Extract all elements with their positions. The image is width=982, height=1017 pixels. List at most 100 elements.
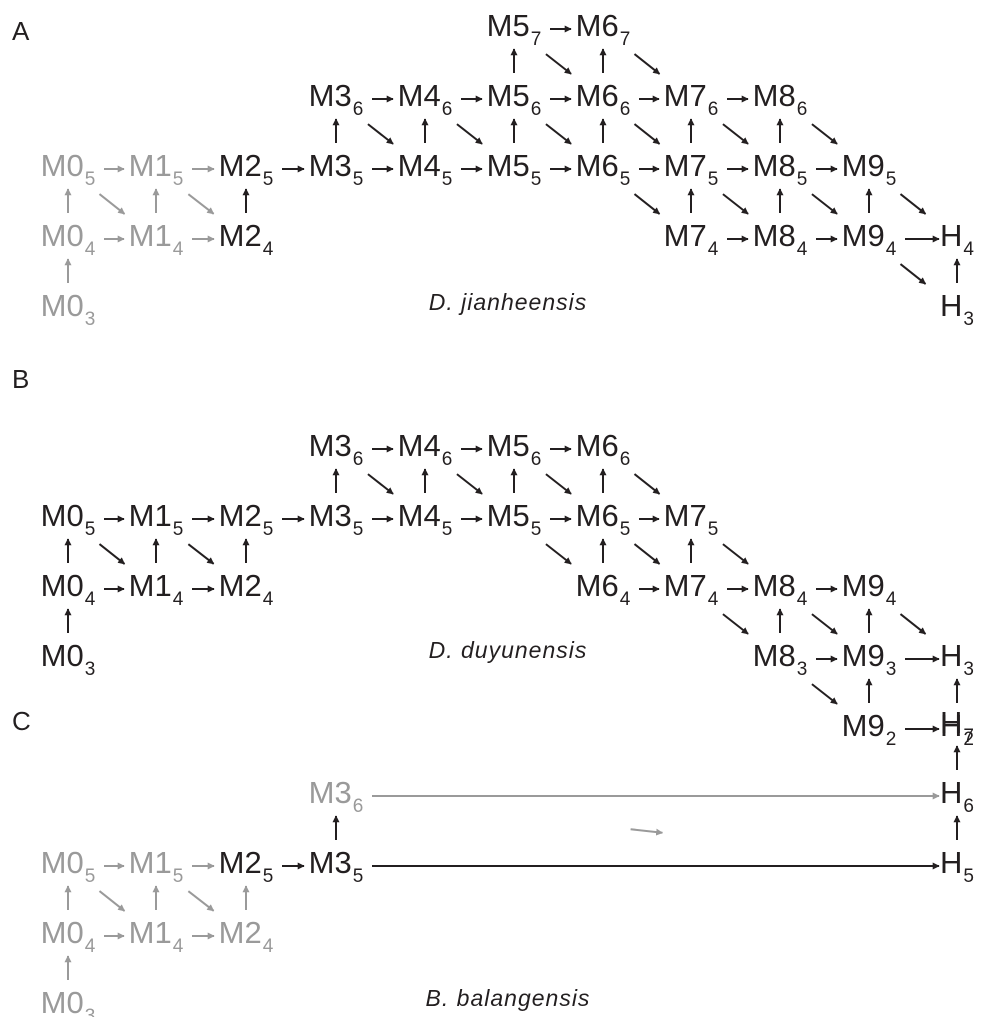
node-subscript: 4 (85, 239, 96, 260)
node-name: H (940, 775, 962, 810)
node-name: M7 (664, 218, 707, 253)
node-subscript: 5 (173, 169, 184, 190)
node-subscript: 5 (886, 169, 897, 190)
node-subscript: 4 (797, 589, 808, 610)
stage-node: M84 (753, 218, 808, 260)
node-subscript: 6 (797, 99, 808, 120)
node-subscript: 5 (531, 169, 542, 190)
node-subscript: 3 (886, 659, 897, 680)
node-subscript: 4 (263, 589, 274, 610)
stage-node: M05 (41, 148, 96, 190)
node-name: M4 (398, 78, 441, 113)
stage-node: M36 (309, 775, 364, 817)
node-name: M8 (753, 148, 796, 183)
stage-node: M66 (576, 428, 631, 470)
node-name: M5 (487, 428, 530, 463)
stage-node: M86 (753, 78, 808, 120)
transition-arrow (187, 890, 215, 912)
node-name: H (940, 288, 962, 323)
stage-node: M15 (129, 148, 184, 190)
node-name: M5 (487, 8, 530, 43)
edge-layer (64, 25, 961, 285)
node-name: H (940, 218, 962, 253)
node-subscript: 4 (173, 589, 184, 610)
node-subscript: 5 (442, 169, 453, 190)
node-subscript: 6 (963, 796, 974, 817)
stage-node: M25 (219, 498, 274, 540)
stage-node: M94 (842, 218, 897, 260)
transition-arrow (722, 543, 749, 565)
node-subscript: 6 (442, 449, 453, 470)
node-subscript: 5 (963, 866, 974, 887)
stage-node: M67 (576, 8, 631, 50)
stage-node: M45 (398, 148, 453, 190)
node-name: M2 (219, 915, 262, 950)
stage-node: M85 (753, 148, 808, 190)
node-subscript: 3 (963, 659, 974, 680)
transition-arrow (545, 53, 572, 75)
species-caption: B. balangensis (426, 985, 591, 1011)
stage-node: M36 (309, 428, 364, 470)
node-subscript: 2 (963, 729, 974, 750)
stage-node: H2 (940, 708, 974, 750)
node-subscript: 6 (531, 99, 542, 120)
stage-node: M04 (41, 568, 96, 610)
node-name: M7 (664, 78, 707, 113)
stage-node: M55 (487, 498, 542, 540)
stage-node: M25 (219, 845, 274, 887)
stage-node: M55 (487, 148, 542, 190)
node-name: M8 (753, 78, 796, 113)
stage-node: H6 (940, 775, 974, 817)
edge-layer (64, 745, 961, 980)
node-name: M0 (41, 568, 84, 603)
node-subscript: 4 (708, 239, 719, 260)
stage-node: M74 (664, 218, 719, 260)
transition-arrow (722, 193, 749, 215)
node-subscript: 5 (353, 866, 364, 887)
node-subscript: 5 (620, 519, 631, 540)
node-name: M3 (309, 498, 352, 533)
transition-arrow (722, 123, 749, 145)
transition-arrow (630, 828, 664, 836)
stage-node: M24 (219, 915, 274, 957)
node-subscript: 4 (263, 239, 274, 260)
node-name: M0 (41, 638, 84, 673)
transition-arrow (899, 193, 927, 215)
node-subscript: 6 (353, 449, 364, 470)
stage-node: M83 (753, 638, 808, 680)
stage-node: M03 (41, 985, 96, 1017)
transition-arrow (187, 543, 215, 565)
node-name: M6 (576, 78, 619, 113)
stage-node: M46 (398, 428, 453, 470)
node-name: M4 (398, 148, 441, 183)
stage-node: M66 (576, 78, 631, 120)
stage-node: M15 (129, 498, 184, 540)
stage-node: M15 (129, 845, 184, 887)
node-subscript: 4 (708, 589, 719, 610)
stage-node: H5 (940, 845, 974, 887)
node-name: M7 (664, 148, 707, 183)
stage-node: M24 (219, 218, 274, 260)
stage-node: M75 (664, 498, 719, 540)
node-subscript: 6 (620, 449, 631, 470)
node-subscript: 4 (886, 239, 897, 260)
node-name: M0 (41, 498, 84, 533)
node-subscript: 3 (797, 659, 808, 680)
node-subscript: 5 (353, 169, 364, 190)
node-name: M6 (576, 148, 619, 183)
panel-label: A (12, 16, 30, 46)
stage-node: M46 (398, 78, 453, 120)
stage-node: M05 (41, 845, 96, 887)
species-caption: D. duyunensis (429, 637, 588, 663)
stage-node: M25 (219, 148, 274, 190)
stage-node: M84 (753, 568, 808, 610)
node-name: M0 (41, 218, 84, 253)
node-subscript: 4 (173, 936, 184, 957)
stage-node: M92 (842, 708, 897, 750)
panel-label: C (12, 706, 31, 736)
stage-node: M76 (664, 78, 719, 120)
node-subscript: 4 (85, 589, 96, 610)
node-subscript: 4 (85, 936, 96, 957)
